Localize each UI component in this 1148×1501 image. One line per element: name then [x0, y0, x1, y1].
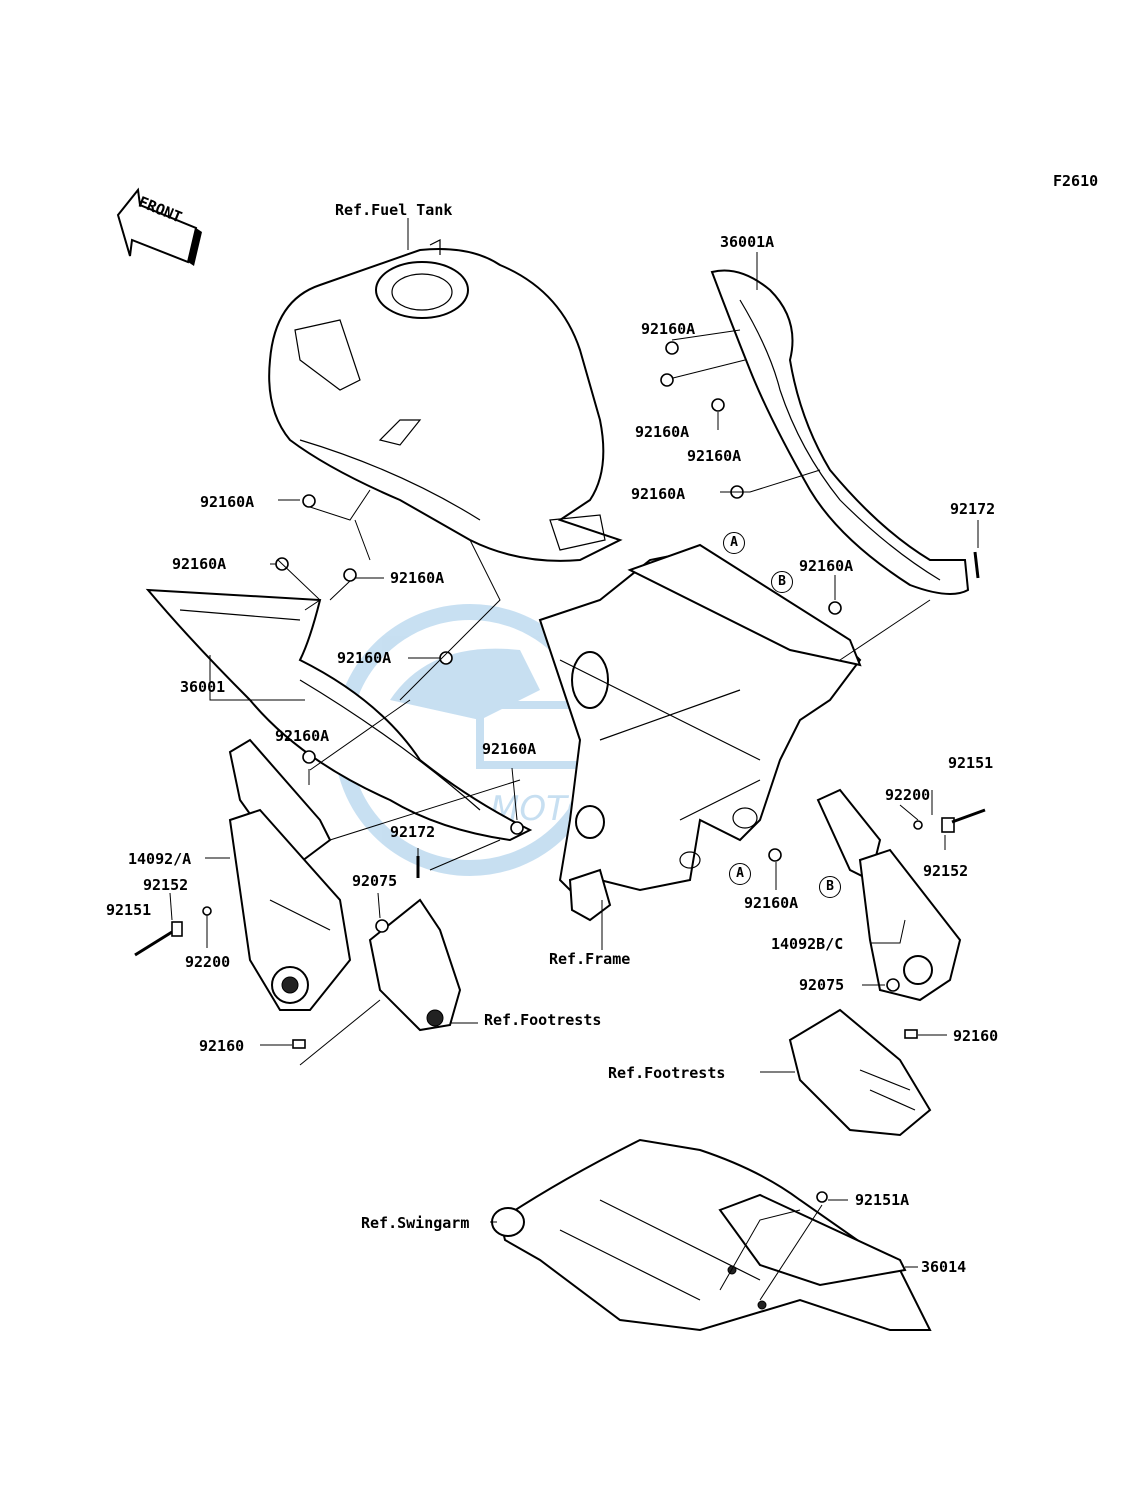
cover-14092A	[228, 738, 352, 1011]
label-92160A: 92160A	[635, 423, 690, 441]
label-92200: 92200	[885, 786, 931, 804]
label-92160A: 92160A	[172, 555, 227, 573]
label-14092A: 14092/A	[128, 850, 192, 868]
label-14092BC: 14092B/C	[771, 935, 844, 953]
label-92200: 92200	[185, 953, 231, 971]
cover-14092BC	[816, 788, 962, 1002]
label-ref-footrests: Ref.Footrests	[608, 1064, 726, 1082]
figure-code: F2610	[1053, 172, 1099, 190]
leader-lines	[169, 218, 979, 1301]
marker-a: A	[723, 532, 745, 554]
label-92160A: 92160A	[337, 649, 392, 667]
label-ref-footrests: Ref.Footrests	[484, 1011, 602, 1029]
label-92160A: 92160A	[799, 557, 854, 575]
label-92160: 92160	[199, 1037, 245, 1055]
label-92160A: 92160A	[687, 447, 742, 465]
footrest-right	[788, 1008, 932, 1137]
label-92160A: 92160A	[390, 569, 445, 587]
label-92160A: 92160A	[641, 320, 696, 338]
swingarm	[491, 1138, 932, 1332]
label-36014: 36014	[921, 1258, 967, 1276]
label-92075: 92075	[352, 872, 398, 890]
label-ref-frame: Ref.Frame	[549, 950, 631, 968]
label-36001: 36001	[180, 678, 226, 696]
label-92151: 92151	[948, 754, 994, 772]
front-arrow-icon: FRONT	[116, 187, 202, 266]
label-92160A: 92160A	[482, 740, 537, 758]
fuel-tank	[268, 239, 623, 562]
label-92172: 92172	[390, 823, 436, 841]
frame	[538, 543, 862, 922]
label-92151: 92151	[106, 901, 152, 919]
label-92172: 92172	[950, 500, 996, 518]
label-ref-swingarm: Ref.Swingarm	[361, 1214, 470, 1232]
label-92152: 92152	[923, 862, 969, 880]
label-92152: 92152	[143, 876, 189, 894]
label-92160A: 92160A	[631, 485, 686, 503]
label-92160A: 92160A	[200, 493, 255, 511]
label-92160A: 92160A	[275, 727, 330, 745]
label-36001A: 36001A	[720, 233, 775, 251]
label-92160A: 92160A	[744, 894, 799, 912]
footrest-left	[368, 898, 462, 1032]
label-92075: 92075	[799, 976, 845, 994]
marker-b: B	[819, 876, 841, 898]
marker-a: A	[729, 863, 751, 885]
label-92160: 92160	[953, 1027, 999, 1045]
cover-36014	[718, 1193, 907, 1287]
marker-b: B	[771, 571, 793, 593]
label-92151A: 92151A	[855, 1191, 910, 1209]
cover-36001A	[710, 269, 970, 595]
label-ref-fuel-tank: Ref.Fuel Tank	[335, 201, 453, 219]
